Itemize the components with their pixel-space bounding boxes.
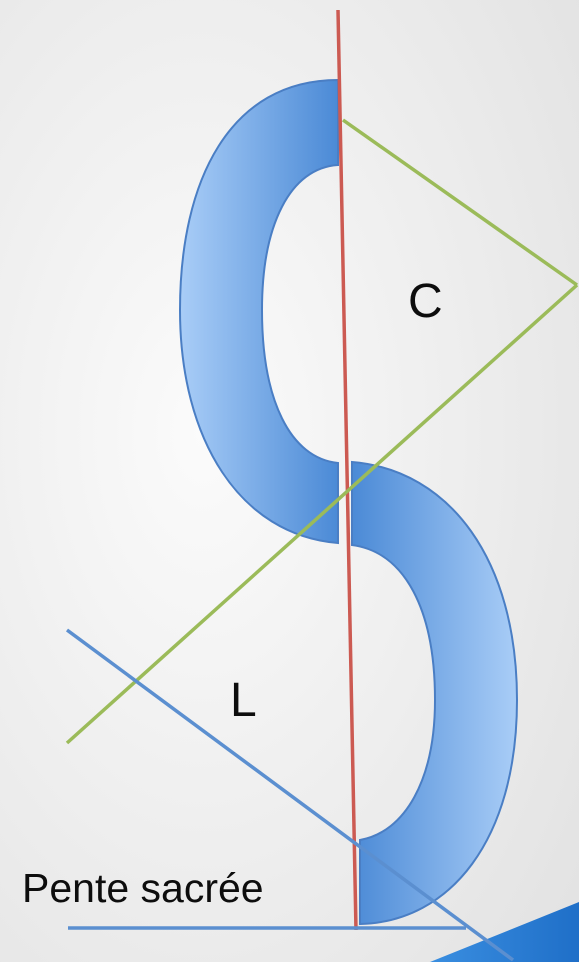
lumbar-label: L bbox=[230, 674, 257, 727]
sacral-slope-label: Pente sacrée bbox=[22, 865, 264, 911]
lumbar-curve bbox=[351, 460, 519, 926]
cervical-curve bbox=[178, 78, 339, 545]
cervical-upper-line bbox=[341, 118, 579, 287]
cervical-label: C bbox=[408, 275, 443, 328]
corner-accent-shape bbox=[430, 902, 579, 962]
lumbar-lower-line bbox=[65, 628, 515, 962]
cervical-lumbar-line bbox=[65, 283, 579, 745]
vertical-axis-line bbox=[336, 9, 358, 931]
